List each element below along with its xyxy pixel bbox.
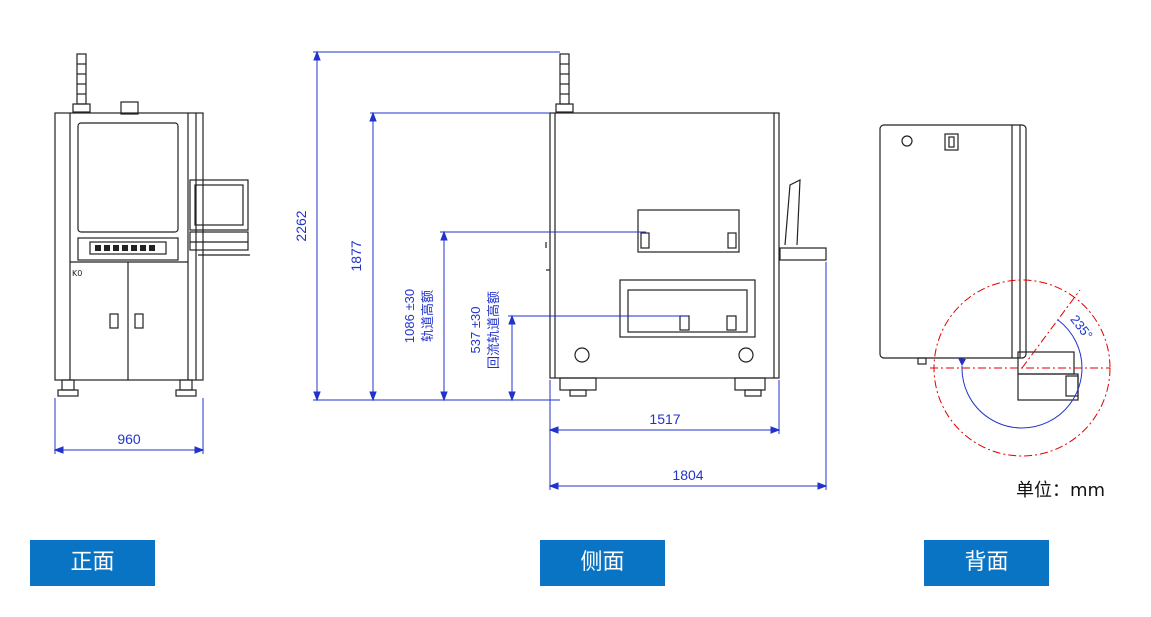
return-height-label: 回流轨道高额 (486, 291, 502, 369)
track-height-value: 1086 ±30 (402, 289, 417, 343)
total-height-value: 2262 (293, 210, 309, 241)
back-cabinet (879, 124, 1027, 359)
back-switch (944, 133, 959, 151)
cabinet-height-value: 1877 (348, 240, 364, 271)
side-cabinet (549, 112, 780, 379)
side-lower-panel (619, 279, 756, 338)
front-width-value: 960 (117, 431, 141, 447)
track-height-label: 轨道高额 (420, 290, 436, 342)
side-vertical-dimensions (313, 50, 828, 490)
front-monitor (189, 179, 249, 231)
side-depth-value: 1517 (649, 411, 680, 427)
unit-label: 单位：mm (1016, 480, 1106, 501)
back-fan-icon (901, 135, 913, 147)
back-door-arc (930, 279, 1111, 457)
front-view-drawing: K0 (54, 53, 250, 397)
svg-text:K0: K0 (72, 269, 82, 278)
front-cabinet (54, 112, 204, 381)
front-width-dimension (53, 398, 205, 454)
back-view-drawing (879, 124, 1079, 401)
side-view-button[interactable]: 侧面 (540, 540, 665, 586)
signal-tower (76, 53, 87, 105)
total-depth-value: 1804 (672, 467, 703, 483)
side-upper-panel (637, 209, 740, 253)
front-window (77, 122, 179, 233)
side-view-drawing (545, 53, 827, 397)
return-height-value: 537 ±30 (468, 307, 483, 354)
back-view-button[interactable]: 背面 (924, 540, 1049, 586)
front-view-button[interactable]: 正面 (30, 540, 155, 586)
door-angle-value: 235° (1067, 312, 1095, 342)
